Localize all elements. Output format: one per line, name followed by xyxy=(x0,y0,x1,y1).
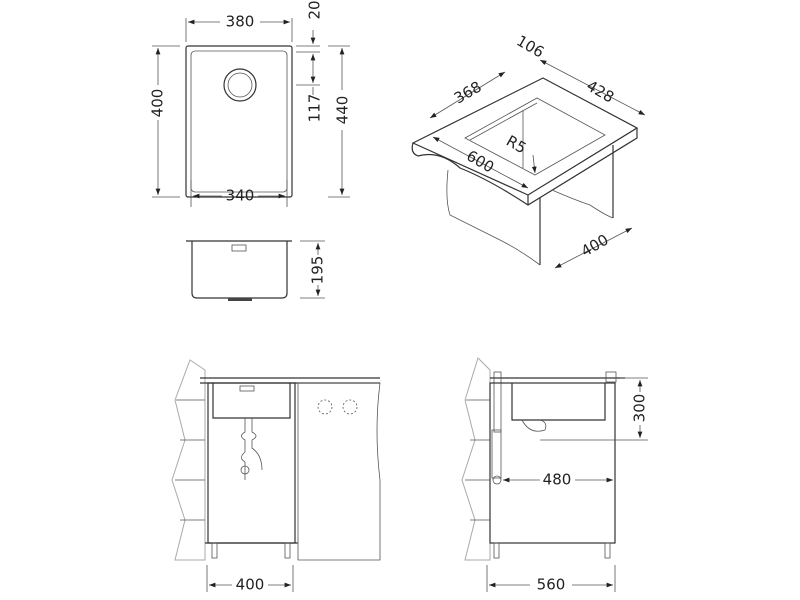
dim-400: 400 xyxy=(149,89,167,118)
dim-480: 480 xyxy=(543,471,572,489)
dim-300: 300 xyxy=(631,394,649,423)
dim-400-iso: 400 xyxy=(578,231,612,261)
dim-195: 195 xyxy=(309,256,327,285)
side-view: 195 xyxy=(186,240,327,301)
top-view: 380 400 340 20 117 440 xyxy=(149,0,352,207)
dim-20: 20 xyxy=(306,0,324,19)
dim-117: 117 xyxy=(306,94,324,123)
radius-label: R5 xyxy=(503,132,529,158)
dim-400-front: 400 xyxy=(236,576,265,594)
front-install-view: 400 xyxy=(171,359,381,594)
drain-hole xyxy=(223,68,257,102)
dim-440: 440 xyxy=(334,96,352,125)
dim-106: 106 xyxy=(513,32,547,62)
dim-560: 560 xyxy=(537,576,566,594)
dim-380: 380 xyxy=(226,13,255,31)
dim-368: 368 xyxy=(451,78,485,108)
side-install-view: 300 480 560 xyxy=(461,357,649,594)
dim-340: 340 xyxy=(226,187,255,205)
isometric-view: 368 428 106 600 R5 400 xyxy=(411,32,646,269)
